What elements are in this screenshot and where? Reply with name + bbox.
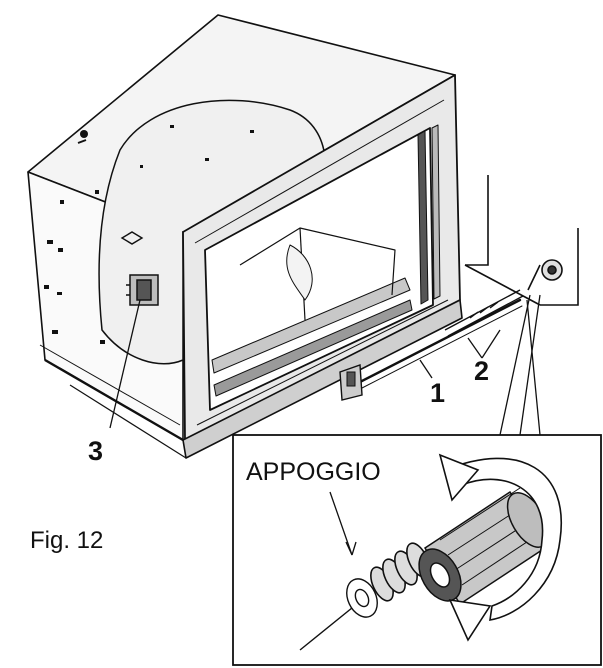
appoggio-label: APPOGGIO [246,458,381,486]
spring-cable-part-2 [444,289,524,337]
callout-2: 2 [474,356,489,386]
control-knob [418,487,550,606]
callout-leaders [109,299,501,429]
control-rod-part-1 [339,298,523,401]
front-frame [59,74,463,459]
figure-caption: Fig. 12 [30,527,103,554]
detail-inset-box: APPOGGIO [232,434,602,666]
callout-3: 3 [88,436,103,466]
detail-leader-lines [499,294,541,436]
callout-1: 1 [430,378,445,408]
wall-bracket [464,175,579,306]
side-handle-part-3 [126,274,159,306]
rotation-arrow [438,453,563,642]
washer [346,578,378,618]
